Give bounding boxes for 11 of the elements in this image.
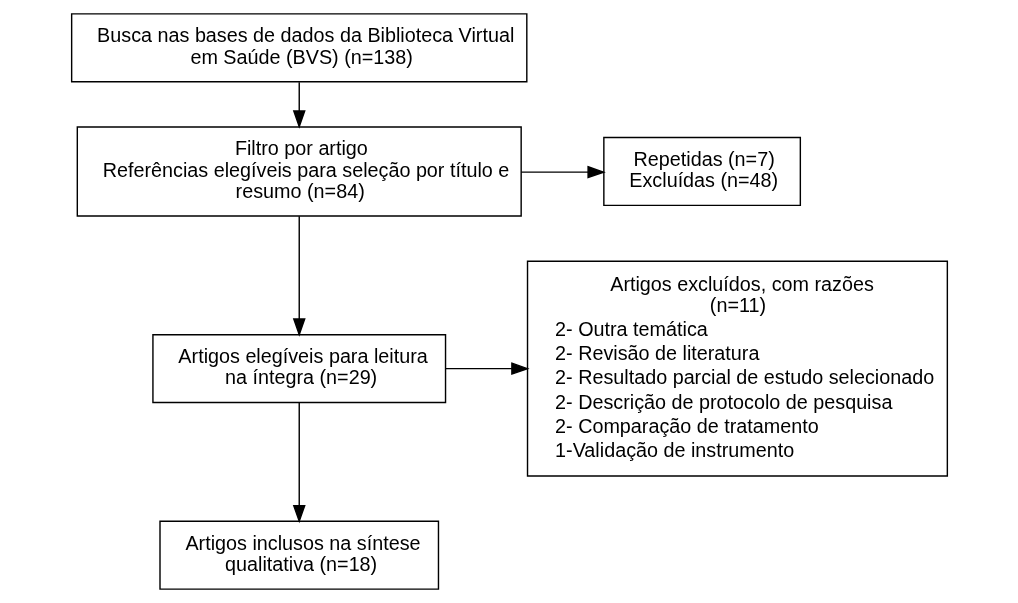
arrow [292, 81, 306, 129]
node-box: Artigos elegíveis para leitura na íntegra (n=29) [151, 334, 446, 404]
arrow [292, 402, 306, 524]
node-box: Filtro por artigo Referências elegíveis para seleção por título e resumo (n=84) [76, 126, 522, 217]
arrow [444, 362, 530, 376]
node-box: Repetidas (n=7) Excluídas (n=48) [602, 136, 801, 207]
node-box: Busca nas bases de dados da Biblioteca Virtual em Saúde (BVS) (n=138) [70, 13, 528, 83]
node-box: Artigos excluídos, com razões (n=11) 2- Outra temática 2- Revisão de literatura 2- Resultado parcial de estudo selecionado 2- Descrição de protocolo de pesquisa 2- Comparação de tratamento 1-Validação de instrumento [526, 260, 948, 477]
node-box: Artigos inclusos na síntese qualitativa (n=18) [158, 520, 439, 590]
arrow [520, 165, 606, 179]
arrow [292, 215, 306, 337]
